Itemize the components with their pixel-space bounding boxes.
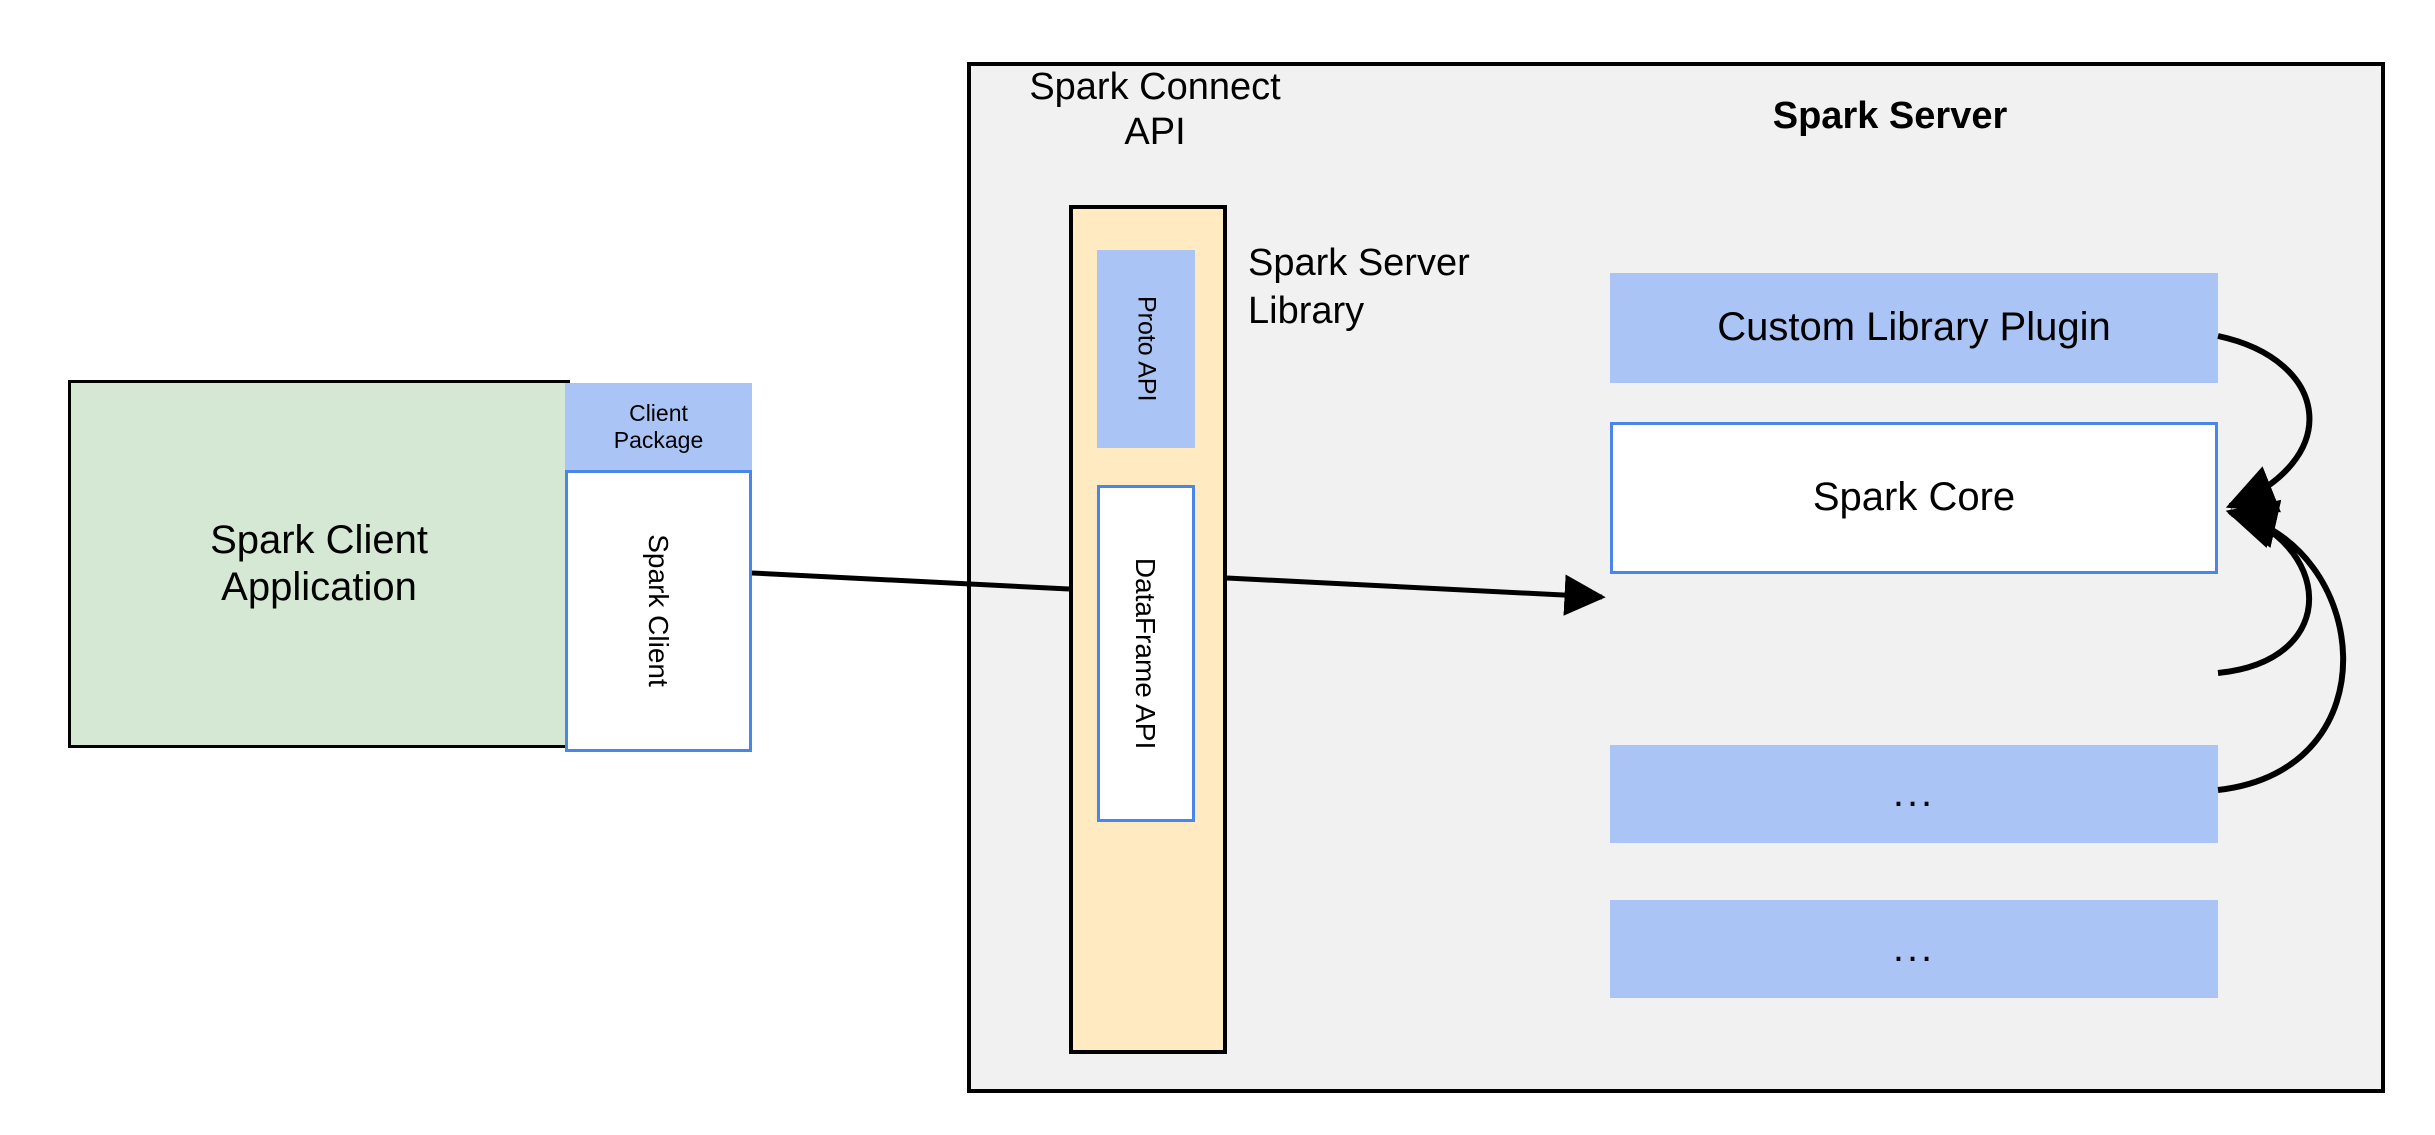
server-component-placeholder-1[interactable]: ... [1610, 745, 2218, 843]
client-package-box[interactable]: Client Package [565, 383, 752, 471]
spark-client-label: Spark Client [643, 534, 675, 688]
dataframe-api-box[interactable]: DataFrame API [1097, 485, 1195, 822]
client-package-label-line2: Package [613, 427, 704, 453]
custom-library-plugin-box[interactable]: Custom Library Plugin [1610, 273, 2218, 383]
client-package-label-line1: Client [629, 399, 688, 426]
spark-server-library-label-line2: Library [1248, 289, 1365, 332]
spark-client-application-label-line2: Application [221, 565, 417, 609]
spark-server-title: Spark Server [1772, 94, 2008, 137]
spark-core-box[interactable]: Spark Core [1610, 422, 2218, 574]
spark-connect-api-label-line2: API [1124, 110, 1186, 153]
spark-server-library-label: Spark Server Library [1248, 240, 1548, 340]
server-component-placeholder-2[interactable]: ... [1610, 900, 2218, 998]
spark-server-library-label-line1: Spark Server [1248, 242, 1470, 284]
spark-client-application-box[interactable]: Spark Client Application [68, 380, 570, 748]
spark-client-application-label-line1: Spark Client [210, 517, 428, 562]
spark-connect-api-label: Spark Connect API [1010, 65, 1300, 157]
proto-api-box[interactable]: Proto API [1097, 250, 1195, 448]
spark-connect-api-label-line1: Spark Connect [1029, 66, 1281, 108]
proto-api-label: Proto API [1132, 296, 1161, 402]
dataframe-api-label: DataFrame API [1130, 557, 1162, 750]
spark-client-box[interactable]: Spark Client [565, 470, 752, 752]
